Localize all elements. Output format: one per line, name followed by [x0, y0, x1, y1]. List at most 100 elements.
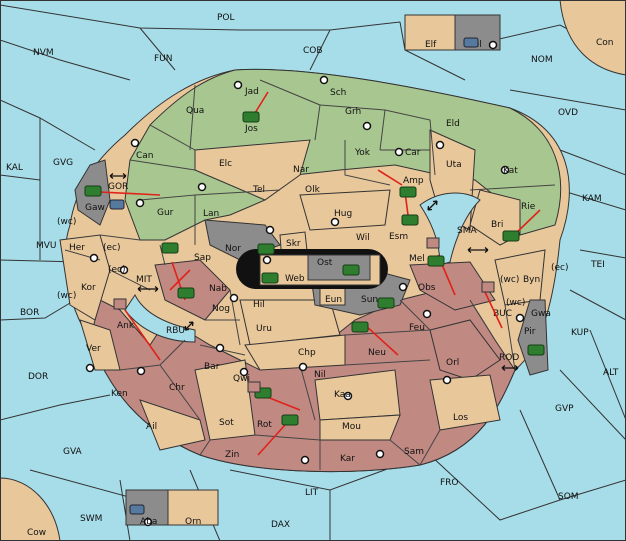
province-orl [429, 319, 501, 381]
province-label: Gwa [531, 309, 551, 319]
army-unit [257, 243, 275, 255]
passage-arrow-rbu [184, 321, 194, 331]
province-label: Wil [356, 233, 370, 243]
sea-label-nom: NOM [531, 55, 553, 65]
supply-center-dot [119, 265, 129, 275]
province-label: Qwi [233, 374, 250, 384]
sea-label-gor: GOR [108, 182, 128, 192]
sea-label-dor: DOR [28, 372, 48, 382]
passage-arrow-sma [467, 247, 489, 253]
supply-centers [85, 40, 525, 527]
province-label: Aba [140, 517, 157, 527]
province-label: Tel [252, 185, 265, 195]
province-label: Mel [409, 254, 425, 264]
province-label: Orl [446, 358, 459, 368]
province-label: Nil [314, 370, 326, 380]
army-unit [161, 242, 179, 254]
province-label: Ken [111, 389, 128, 399]
move-arrow [257, 424, 286, 456]
province-label: Uru [256, 324, 272, 334]
sea-labels: POL NVM FUN COB NOM OVD KAL GVG KAM TEI … [6, 13, 619, 530]
province-label: Qua [186, 106, 204, 116]
province-label: Chp [298, 348, 316, 358]
supply-center-dot [215, 343, 225, 353]
supply-center-dot [300, 455, 310, 465]
supply-center-dot [239, 367, 249, 377]
supply-center-dot [488, 40, 498, 50]
sea-label-kal: KAL [6, 163, 23, 173]
province-label: Kor [81, 283, 96, 293]
supply-center-dot [319, 75, 329, 85]
sea-label-rbu: RBU [166, 326, 185, 336]
sea-label-lit: LIT [305, 488, 319, 498]
province-pir [517, 299, 549, 376]
army-unit [84, 185, 102, 197]
sea-label-mit: MIT [136, 275, 152, 285]
move-arrow [99, 191, 161, 196]
supply-center-dot [500, 165, 510, 175]
province-label: Hug [334, 209, 352, 219]
unit-marker [481, 281, 495, 293]
province-label: Nor [225, 244, 241, 254]
province-label: Nab [209, 284, 227, 294]
supply-center-dot [343, 391, 353, 401]
move-arrow [377, 169, 403, 186]
province-label: Olk [305, 185, 321, 195]
province-label: Chr [169, 383, 185, 393]
supply-center-dot [136, 366, 146, 376]
sea-label-gvg: GVG [53, 158, 73, 168]
province-labels: Jad Sch Qua Jos Grh Eld Can Yok Car Elc … [27, 38, 614, 538]
province-obs [409, 261, 496, 311]
sea-label-ovd: OVD [558, 108, 578, 118]
coast-tag: (ec) [108, 265, 126, 275]
province-label: Elf [425, 40, 437, 50]
province-label: Rie [521, 202, 536, 212]
sea-label-dax: DAX [271, 520, 290, 530]
sea-label-fro: FRO [440, 478, 459, 488]
sea-label-buc: BUC [493, 309, 512, 319]
sea-label-bor: BOR [20, 308, 39, 318]
province-label: Ver [86, 344, 101, 354]
unit-marker [426, 237, 440, 249]
supply-center-dot [298, 362, 308, 372]
supply-center-dot [375, 449, 385, 459]
province-label: Elc [219, 159, 232, 169]
sea-sma [419, 192, 481, 266]
passage-arrow-sma-north [427, 200, 438, 211]
province-elf [404, 14, 456, 51]
sea-label-nvm: NVM [33, 48, 54, 58]
province-label: Obs [418, 283, 436, 293]
province-label: Sap [194, 253, 211, 263]
army-unit [242, 111, 260, 123]
supply-center-dot [197, 182, 207, 192]
province-label: Skr [286, 239, 301, 249]
move-arrow [169, 269, 191, 291]
army-unit [281, 414, 299, 426]
province-label: Grh [345, 107, 361, 117]
province-ail [139, 399, 206, 451]
province-label: Sun [361, 295, 378, 305]
province-label: Byn [523, 275, 540, 285]
units [84, 37, 545, 515]
sea-label-alt: ALT [603, 368, 619, 378]
unit-marker [113, 298, 127, 310]
supply-center-dot [362, 121, 372, 131]
fleet-unit [109, 199, 125, 210]
province-elc [194, 139, 311, 201]
sea-label-mvu: MVU [36, 241, 57, 251]
province-label: Esm [389, 232, 408, 242]
supply-center-dot [330, 217, 340, 227]
province-label: Ank [117, 321, 135, 331]
sea-label-rod: ROD [499, 353, 519, 363]
province-label: Gur [157, 208, 174, 218]
sea-label-sma: SMA [457, 226, 477, 236]
move-arrow [254, 91, 269, 114]
supply-center-dot [442, 375, 452, 385]
supply-center-dot [394, 147, 404, 157]
province-label: Jos [244, 124, 258, 134]
province-hug [299, 189, 391, 231]
province-label: Orn [185, 517, 201, 527]
province-label: Hil [253, 300, 265, 310]
province-label: Zin [225, 450, 239, 460]
supply-center-dot [85, 363, 95, 373]
